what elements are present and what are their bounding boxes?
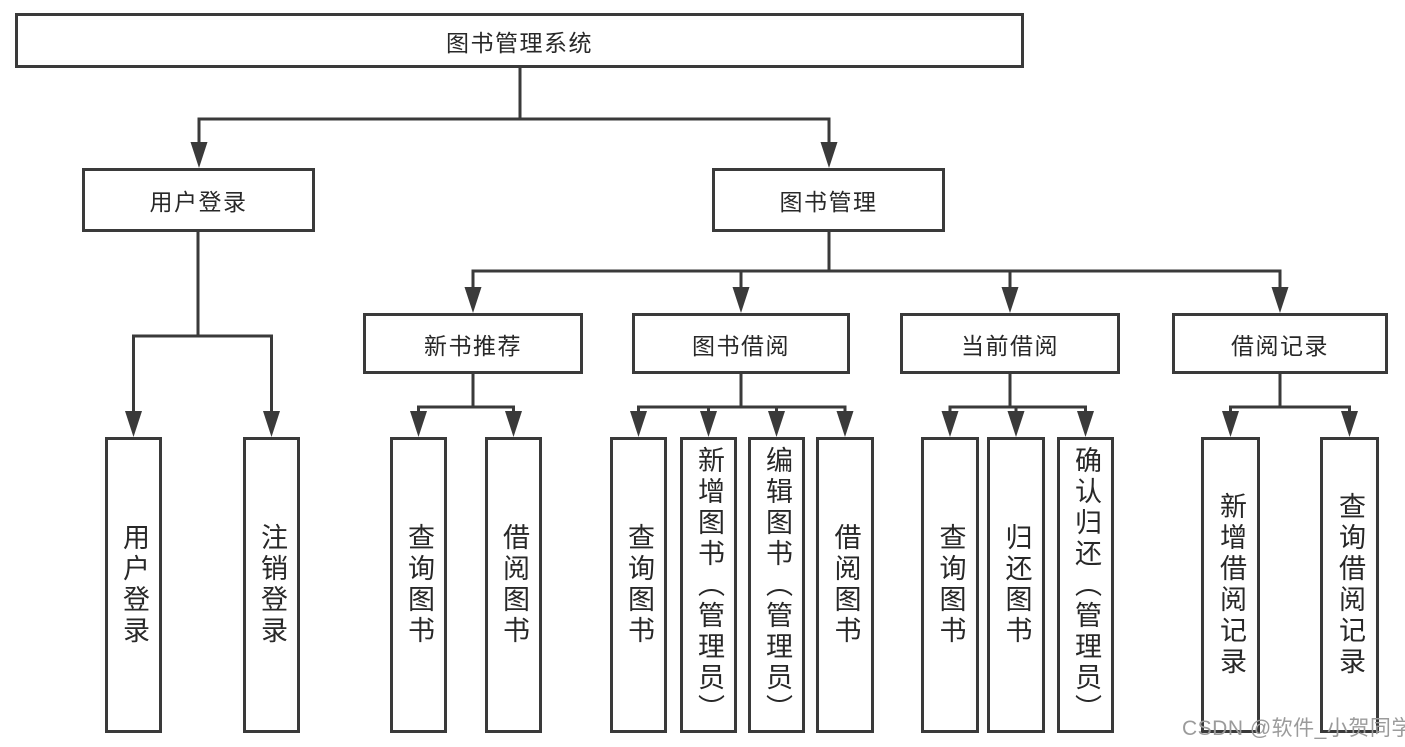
node-label: 查询图书 xyxy=(624,523,654,647)
leaf-add-book-admin: 新增图书（管理员） xyxy=(680,437,737,733)
leaf-return-books: 归还图书 xyxy=(987,437,1045,733)
leaf-borrow-books-recommend: 借阅图书 xyxy=(485,437,542,733)
leaf-user-login: 用户登录 xyxy=(105,437,162,733)
leaf-query-borrow-record: 查询借阅记录 xyxy=(1320,437,1379,733)
node-label: 编辑图书（管理员） xyxy=(762,445,792,725)
node-label: 图书管理 xyxy=(779,189,878,215)
node-label: 查询图书 xyxy=(935,523,966,647)
leaf-query-books-recommend: 查询图书 xyxy=(390,437,447,733)
node-label: 新增图书（管理员） xyxy=(694,445,724,725)
node-label: 用户登录 xyxy=(119,523,149,647)
node-label: 借阅记录 xyxy=(1231,332,1329,359)
leaf-confirm-return-admin: 确认归还（管理员） xyxy=(1057,437,1114,733)
node-label: 用户登录 xyxy=(149,189,248,215)
node-label: 当前借阅 xyxy=(961,332,1059,359)
leaf-query-books-current: 查询图书 xyxy=(921,437,979,733)
node-book-management: 图书管理 xyxy=(712,168,945,232)
leaf-add-borrow-record: 新增借阅记录 xyxy=(1201,437,1260,733)
node-label: 查询图书 xyxy=(404,523,434,647)
node-label: 借阅图书 xyxy=(499,523,529,647)
node-label: 注销登录 xyxy=(257,523,287,647)
leaf-logout: 注销登录 xyxy=(243,437,300,733)
node-label: 归还图书 xyxy=(1001,523,1032,647)
node-library-management-system: 图书管理系统 xyxy=(15,13,1024,68)
node-new-book-recommendation: 新书推荐 xyxy=(363,313,583,374)
node-user-login: 用户登录 xyxy=(82,168,315,232)
node-label: 借阅图书 xyxy=(830,523,861,647)
node-label: 确认归还（管理员） xyxy=(1071,445,1101,725)
node-label: 新书推荐 xyxy=(424,332,522,359)
leaf-query-books-borrow: 查询图书 xyxy=(610,437,667,733)
node-current-borrowing: 当前借阅 xyxy=(900,313,1120,374)
leaf-edit-book-admin: 编辑图书（管理员） xyxy=(748,437,805,733)
node-book-borrowing: 图书借阅 xyxy=(632,313,850,374)
csdn-watermark: CSDN @软件_小贺同学 xyxy=(1182,717,1405,740)
node-label: 图书借阅 xyxy=(692,332,790,359)
node-borrowing-records: 借阅记录 xyxy=(1172,313,1388,374)
node-label: 图书管理系统 xyxy=(446,29,593,56)
leaf-borrow-books: 借阅图书 xyxy=(816,437,874,733)
node-label: 新增借阅记录 xyxy=(1216,492,1246,678)
node-label: 查询借阅记录 xyxy=(1335,492,1365,678)
